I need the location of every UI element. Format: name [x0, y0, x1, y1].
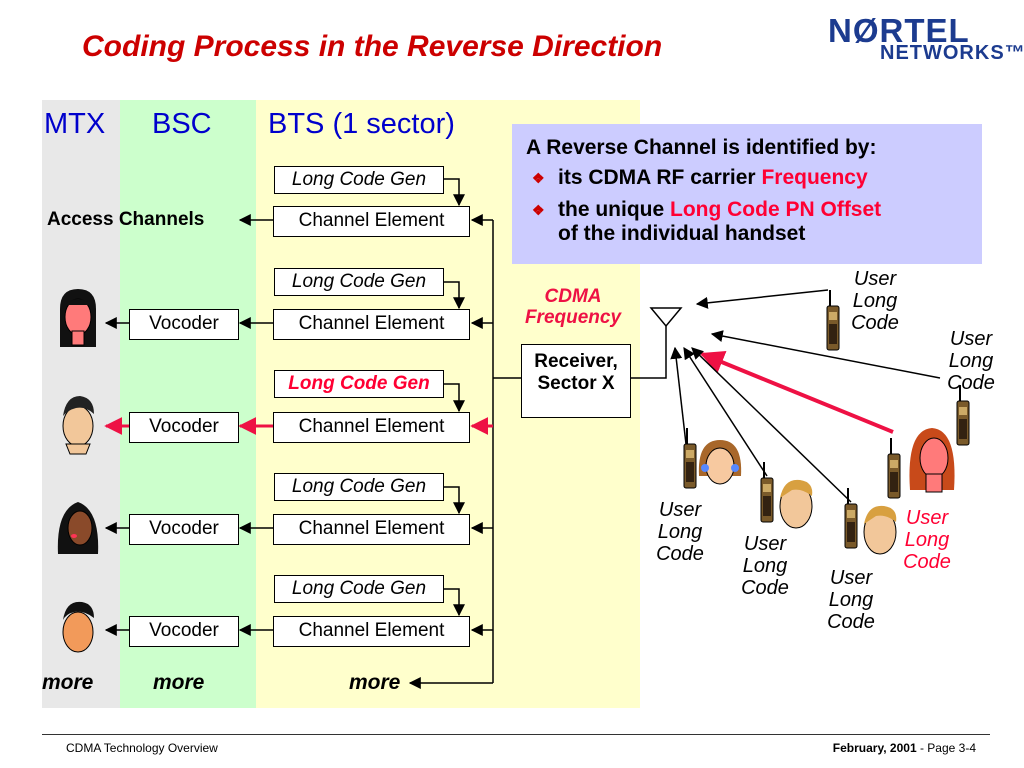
- reverse-channel-info-box: A Reverse Channel is identified by: ❖ it…: [512, 124, 982, 264]
- page-title: Coding Process in the Reverse Direction: [82, 30, 663, 63]
- signal-2: [710, 330, 941, 379]
- channel-element-3: Channel Element: [273, 412, 470, 443]
- channel-element-2: Channel Element: [273, 309, 470, 340]
- long-code-gen-3: Long Code Gen: [274, 370, 444, 398]
- long-code-gen-4: Long Code Gen: [274, 473, 444, 501]
- handset-4-icon: [760, 462, 774, 523]
- vocoder-3: Vocoder: [129, 514, 239, 545]
- nortel-logo-networks: NETWORKS™: [880, 42, 1024, 64]
- footer-divider: [42, 734, 990, 735]
- more-bts: more: [349, 671, 401, 694]
- handset-red-icon: [887, 438, 901, 499]
- user-face-red-icon: [909, 428, 955, 493]
- nortel-logo: NØRTEL: [828, 12, 970, 49]
- gen-connector-1: [443, 178, 465, 207]
- handset-3-icon: [683, 428, 697, 489]
- info-heading: A Reverse Channel is identified by:: [526, 136, 877, 159]
- receiver-sector-x: Receiver, Sector X: [521, 344, 631, 418]
- caller-face-4-icon: [62, 601, 94, 653]
- long-code-gen-5: Long Code Gen: [274, 575, 444, 603]
- vocoder-4: Vocoder: [129, 616, 239, 647]
- access-channels-label: Access Channels: [47, 209, 205, 230]
- user-face-3-icon: [863, 505, 897, 555]
- column-header-bts: BTS (1 sector): [268, 108, 455, 140]
- antenna: [649, 307, 683, 328]
- bsc-band: [120, 100, 256, 708]
- gen-connector-3: [443, 383, 465, 413]
- cdma-frequency-label: CDMA Frequency: [524, 286, 622, 328]
- gen-connector-5: [443, 588, 465, 617]
- channel-element-4: Channel Element: [273, 514, 470, 545]
- info-bullet-frequency: ❖ its CDMA RF carrier Frequency: [532, 166, 868, 189]
- column-header-bsc: BSC: [152, 108, 212, 140]
- long-code-gen-1: Long Code Gen: [274, 166, 444, 194]
- signal-3: [670, 346, 687, 445]
- info-bullet-long-code: ❖ the unique Long Code PN Offset of the …: [532, 198, 882, 245]
- more-bsc: more: [153, 671, 205, 694]
- user-face-1-icon: [698, 440, 742, 485]
- gen-connector-2: [443, 281, 465, 310]
- column-header-mtx: MTX: [44, 108, 106, 140]
- caller-face-3-icon: [57, 502, 99, 554]
- gen-connector-4: [443, 486, 465, 515]
- handset-1-icon: [826, 290, 840, 351]
- signal-4: [683, 346, 768, 477]
- signal-5: [691, 347, 852, 503]
- user-face-2-icon: [779, 479, 813, 529]
- diamond-bullet-icon: ❖: [532, 170, 545, 186]
- footer-left: CDMA Technology Overview: [66, 741, 218, 755]
- footer-right: February, 2001 - Page 3-4: [832, 741, 976, 755]
- more-mtx: more: [42, 671, 94, 694]
- handset-5-icon: [844, 488, 858, 549]
- caller-face-2-icon: [62, 396, 94, 455]
- diamond-bullet-icon: ❖: [532, 202, 545, 218]
- channel-element-5: Channel Element: [273, 616, 470, 647]
- vocoder-2: Vocoder: [129, 412, 239, 443]
- vocoder-1: Vocoder: [129, 309, 239, 340]
- caller-face-1-icon: [60, 289, 96, 347]
- channel-element-1: Channel Element: [273, 206, 470, 237]
- long-code-gen-2: Long Code Gen: [274, 268, 444, 296]
- handset-2-icon: [956, 385, 970, 446]
- signal-red: [699, 351, 894, 434]
- signal-1: [695, 289, 829, 309]
